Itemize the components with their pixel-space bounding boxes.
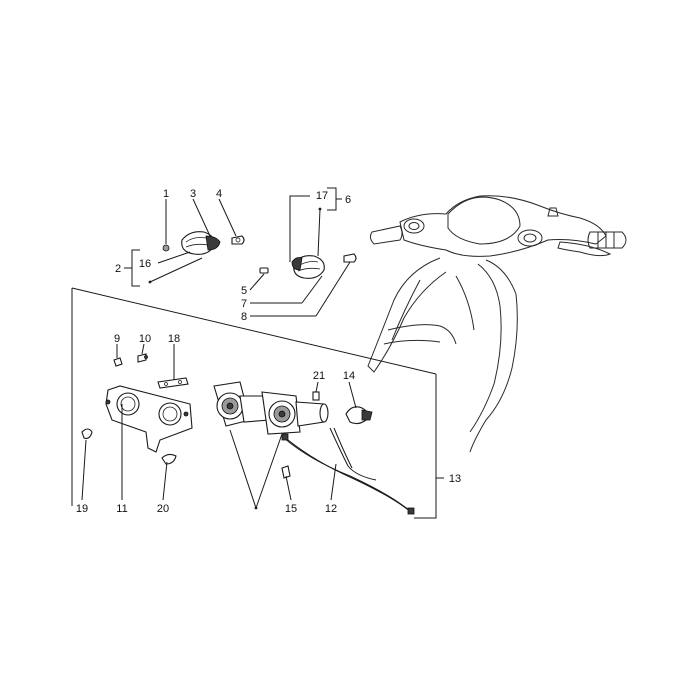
assembly-frame [71,287,444,519]
callout-labels: 1 3 4 2 16 17 6 5 7 8 9 10 18 21 14 13 1… [76,188,461,515]
label-3: 3 [190,188,196,200]
label-5: 5 [241,285,247,297]
label-8: 8 [241,311,247,323]
label-16: 16 [139,258,151,270]
left-turn-indicator [162,231,245,255]
label-2: 2 [115,263,121,275]
label-20: 20 [157,503,169,515]
label-13: 13 [449,473,461,485]
headlamp-units [213,381,329,435]
headlamp-bracket [105,385,193,453]
scooter-handlebar-drawing [367,195,627,453]
label-17: 17 [316,190,328,202]
label-9: 9 [114,333,120,345]
small-parts [81,353,189,465]
label-21: 21 [313,370,325,382]
label-11: 11 [116,503,127,515]
label-19: 19 [76,503,88,515]
label-15: 15 [285,503,297,515]
wiring-harness [281,427,415,515]
label-4: 4 [216,188,222,200]
label-18: 18 [168,333,180,345]
bulb-and-fasteners [281,391,373,479]
label-14: 14 [343,370,355,382]
right-turn-indicator [259,253,357,279]
leader-lines [81,187,357,510]
label-12: 12 [325,503,337,515]
label-6: 6 [345,194,351,206]
label-7: 7 [241,298,247,310]
label-10: 10 [139,333,151,345]
label-1: 1 [163,188,169,200]
